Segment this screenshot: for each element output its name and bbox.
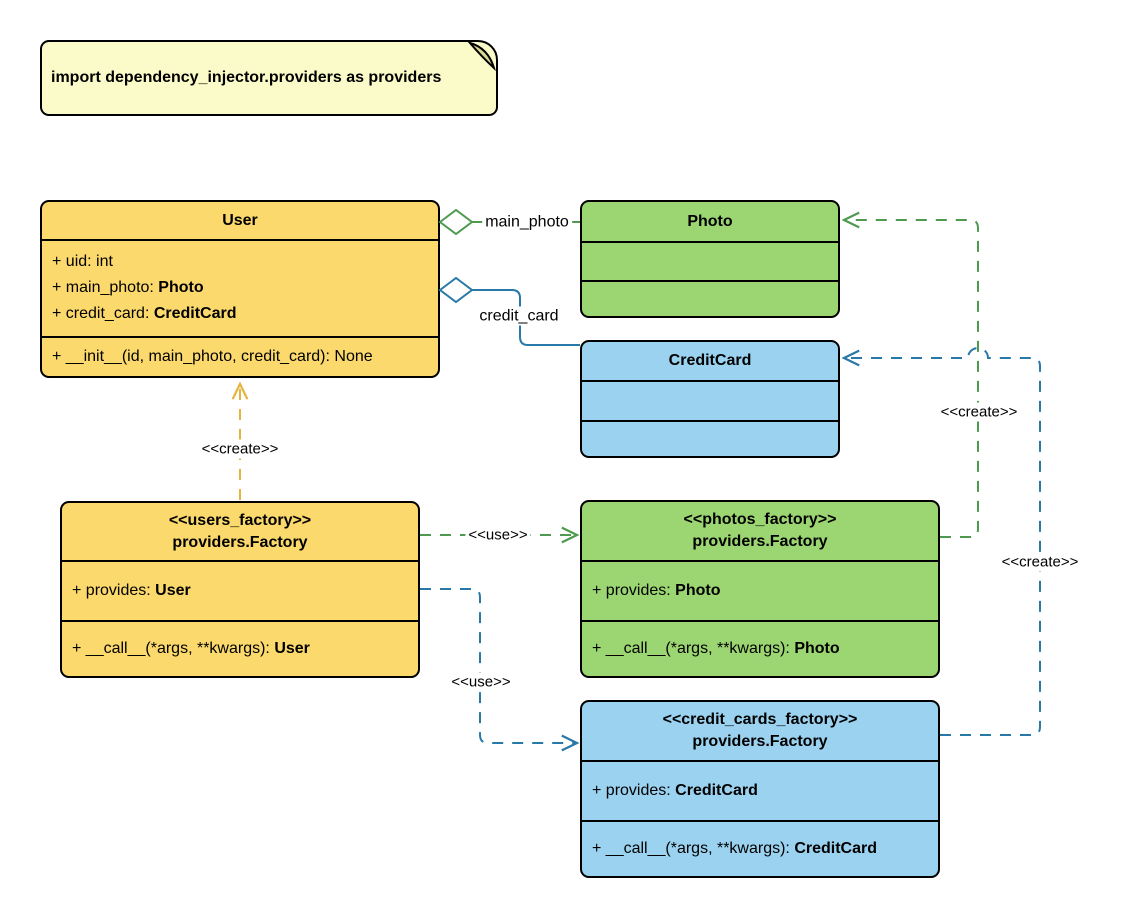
factory-credit-cards-attributes: + provides: CreditCard: [582, 760, 938, 820]
method-row: + __call__(*args, **kwargs): Photo: [592, 640, 840, 657]
edge-label-use-photos: <<use>>: [465, 525, 531, 545]
factory-photos-methods: + __call__(*args, **kwargs): Photo: [582, 620, 938, 676]
edge-label-create-user: <<create>>: [198, 439, 282, 459]
note-text: import dependency_injector.providers as …: [51, 69, 442, 86]
factory-photos-name: providers.Factory: [692, 533, 828, 550]
class-user-methods: + __init__(id, main_photo, credit_card):…: [42, 336, 438, 376]
edge-label-create-credit-card: <<create>>: [998, 552, 1082, 572]
class-photo-title: Photo: [687, 212, 733, 230]
attribute-row: + provides: Photo: [592, 582, 721, 599]
class-photo-methods: [582, 280, 838, 316]
class-user-attributes: + uid: int + main_photo: Photo + credit_…: [42, 239, 438, 336]
class-photo[interactable]: Photo: [580, 200, 840, 318]
attribute-row: + provides: CreditCard: [592, 782, 758, 799]
edge-label-create-photo: <<create>>: [937, 402, 1021, 422]
class-credit-card-attributes: [582, 380, 838, 420]
factory-photos-attributes: + provides: Photo: [582, 560, 938, 620]
note-import-providers[interactable]: import dependency_injector.providers as …: [40, 40, 498, 116]
class-photo-attributes: [582, 241, 838, 280]
factory-credit-cards-name: providers.Factory: [692, 733, 828, 750]
factory-users-methods: + __call__(*args, **kwargs): User: [62, 620, 418, 676]
factory-users-title: <<users_factory>> providers.Factory: [62, 503, 418, 560]
attribute-row: + uid: int: [52, 253, 113, 270]
edge-label-main-photo: main_photo: [482, 212, 572, 232]
factory-users[interactable]: <<users_factory>> providers.Factory + pr…: [60, 501, 420, 678]
factory-photos-title: <<photos_factory>> providers.Factory: [582, 502, 938, 560]
factory-credit-cards-stereotype: <<credit_cards_factory>>: [662, 711, 858, 728]
edge-label-use-credit-cards: <<use>>: [448, 672, 514, 692]
attribute-row: + credit_card: CreditCard: [52, 305, 237, 322]
method-row: + __call__(*args, **kwargs): User: [72, 640, 310, 657]
class-user[interactable]: User + uid: int + main_photo: Photo + cr…: [40, 200, 440, 378]
factory-credit-cards-title: <<credit_cards_factory>> providers.Facto…: [582, 702, 938, 760]
factory-users-name: providers.Factory: [172, 533, 308, 551]
factory-credit-cards-methods: + __call__(*args, **kwargs): CreditCard: [582, 820, 938, 876]
factory-users-attributes: + provides: User: [62, 560, 418, 620]
class-credit-card-methods: [582, 420, 838, 456]
class-credit-card-title: CreditCard: [668, 352, 752, 369]
class-user-title: User: [222, 211, 258, 229]
edge-label-credit-card: credit_card: [476, 306, 562, 326]
factory-credit-cards[interactable]: <<credit_cards_factory>> providers.Facto…: [580, 700, 940, 878]
factory-users-stereotype: <<users_factory>>: [168, 511, 312, 529]
method-row: + __call__(*args, **kwargs): CreditCard: [592, 840, 877, 857]
attribute-row: + main_photo: Photo: [52, 279, 204, 296]
factory-photos[interactable]: <<photos_factory>> providers.Factory + p…: [580, 500, 940, 678]
note-fold-corner-icon: [467, 41, 496, 71]
method-row: + __init__(id, main_photo, credit_card):…: [52, 348, 373, 365]
factory-photos-stereotype: <<photos_factory>>: [683, 511, 837, 528]
class-credit-card[interactable]: CreditCard: [580, 340, 840, 458]
attribute-row: + provides: User: [72, 582, 191, 599]
